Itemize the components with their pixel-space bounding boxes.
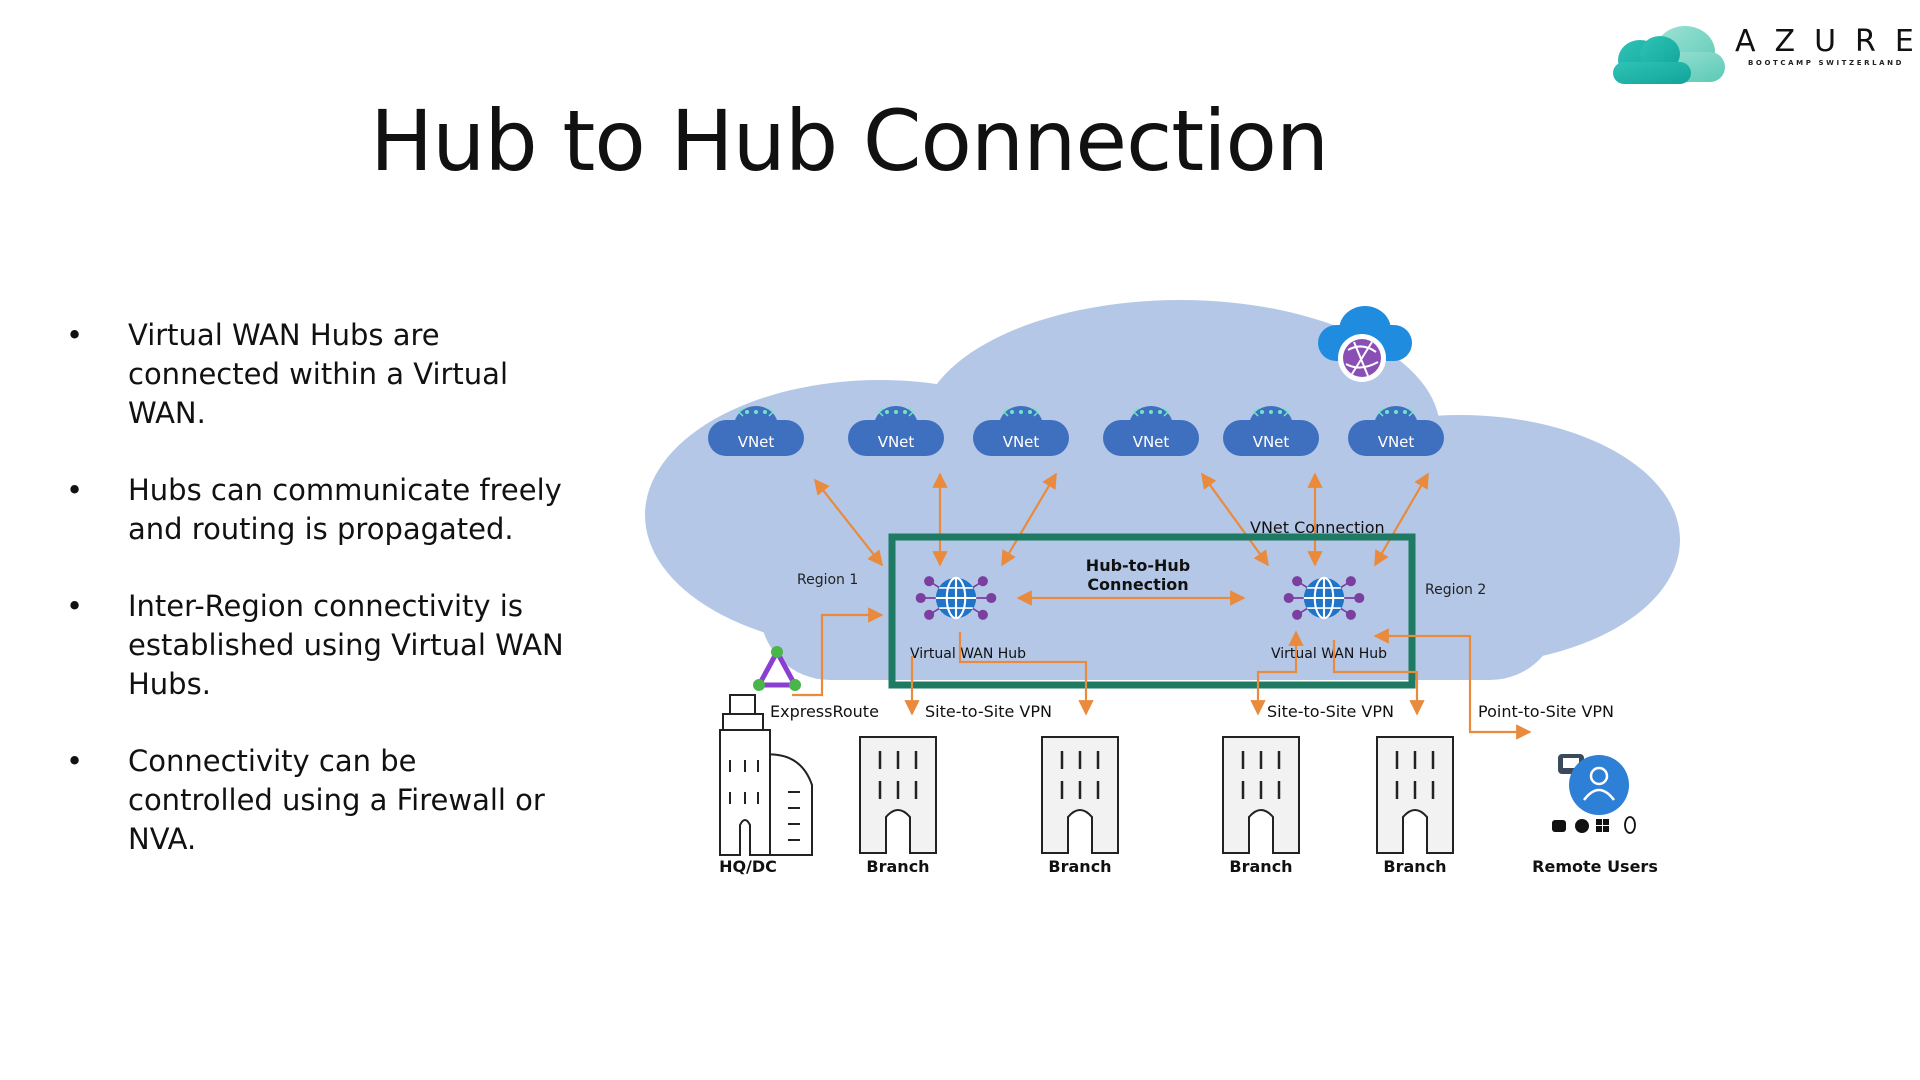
azure-cloud-shape (645, 300, 1680, 680)
branch-label: Branch (1383, 857, 1446, 876)
svg-text:VNet: VNet (1133, 433, 1170, 451)
hq-dc-building-icon (719, 694, 813, 856)
vnet-cloud-icon: VNet (1347, 405, 1445, 457)
bullet-item: • Inter-Region connectivity is establish… (66, 589, 564, 701)
hub-1-label: Virtual WAN Hub (910, 646, 1026, 662)
virtual-wan-icon (1318, 306, 1412, 382)
region-2-label: Region 2 (1425, 582, 1486, 598)
logo-subtitle: BOOTCAMP SWITZERLAND (1748, 59, 1905, 67)
hub-2-label: Virtual WAN Hub (1271, 646, 1387, 662)
hub-1-globe-icon (914, 575, 998, 621)
region-1-label: Region 1 (797, 572, 858, 588)
vnet-cloud-icon: VNet (847, 405, 945, 457)
branch-label: Branch (866, 857, 929, 876)
bullet-dot: • (66, 318, 84, 352)
branch-building-icon (1040, 735, 1120, 855)
s2s-vpn-label-1: Site-to-Site VPN (925, 702, 1052, 721)
bullet-dot: • (66, 589, 84, 623)
branch-label: Branch (1229, 857, 1292, 876)
azure-bootcamp-logo: AZURE BOOTCAMP SWITZERLAND (1605, 12, 1915, 88)
p2s-vpn-label: Point-to-Site VPN (1478, 702, 1614, 721)
vnet-cloud-icon: VNet (1222, 405, 1320, 457)
bullet-item: • Connectivity can be controlled using a… (66, 744, 545, 856)
expressroute-label: ExpressRoute (770, 702, 879, 721)
vnet-cloud-icon: VNet (972, 405, 1070, 457)
remote-users-label: Remote Users (1532, 857, 1658, 876)
hub-to-hub-label-line1: Hub-to-Hub (1086, 556, 1190, 575)
cloud-logo-icon (1613, 26, 1725, 84)
branch-building-icon (1375, 735, 1455, 855)
bullet-item: • Hubs can communicate freely and routin… (66, 473, 562, 546)
logo-wordmark: AZURE (1735, 24, 1920, 59)
vnet-cloud-icon: VNet (1102, 405, 1200, 457)
branch-building-icon (1221, 735, 1301, 855)
svg-text:VNet: VNet (738, 433, 775, 451)
hub-box (888, 533, 1416, 689)
hq-dc-label: HQ/DC (719, 857, 777, 876)
vnet-cloud-icon: VNet (707, 405, 805, 457)
bullet-dot: • (66, 473, 84, 507)
svg-text:VNet: VNet (878, 433, 915, 451)
s2s-vpn-label-2: Site-to-Site VPN (1267, 702, 1394, 721)
hub-to-hub-label-line2: Connection (1087, 575, 1188, 594)
remote-users-icon (1552, 754, 1636, 834)
virtual-wan-diagram: VNet VNet VNet VNet VNet VNet VNet Conne… (645, 300, 1680, 876)
bullet-dot: • (66, 744, 84, 778)
bullet-list: • Virtual WAN Hubs are connected within … (62, 316, 582, 897)
branch-label: Branch (1048, 857, 1111, 876)
svg-text:VNet: VNet (1003, 433, 1040, 451)
hub-2-globe-icon (1282, 575, 1366, 621)
vnet-connection-arrows (814, 472, 1429, 567)
expressroute-icon (753, 646, 801, 691)
svg-text:VNet: VNet (1253, 433, 1290, 451)
branch-building-icon (858, 735, 938, 855)
site-connection-arrows (792, 607, 1532, 740)
page-title: Hub to Hub Connection (370, 92, 1329, 190)
bullet-item: • Virtual WAN Hubs are connected within … (66, 318, 509, 430)
svg-text:VNet: VNet (1378, 433, 1415, 451)
vnet-connection-label: VNet Connection (1250, 518, 1385, 537)
